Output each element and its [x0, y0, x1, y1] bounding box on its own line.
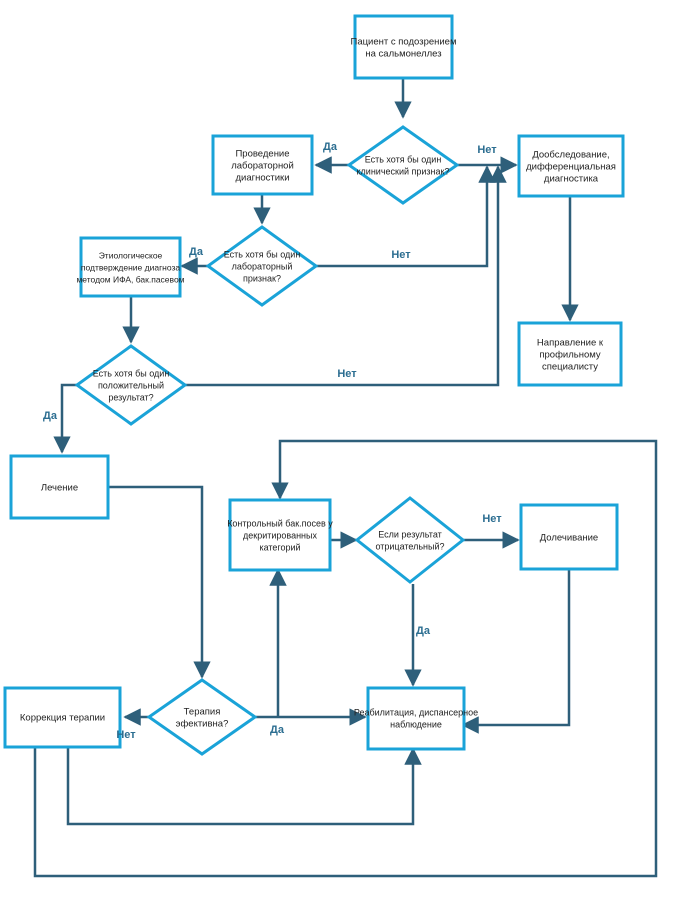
- node-text-line: Направление к: [537, 338, 604, 349]
- node-rehab: Реабилитация, диспансерное наблюдение: [354, 686, 478, 751]
- node-correction-text: Коррекция терапии: [20, 713, 105, 724]
- node-treatment: Лечение: [9, 454, 110, 520]
- node-rehab-text: Реабилитация, диспансерное наблюдение: [354, 708, 478, 730]
- node-text-line: клинический признак?: [357, 167, 450, 177]
- node-text-line: признак?: [243, 274, 281, 284]
- label-clinical-no: Нет: [477, 144, 497, 156]
- node-text-line: Этиологическое: [99, 251, 163, 261]
- arrow-finish-tx-to-rehab: [461, 569, 571, 734]
- decision-positive: Есть хотя бы один положительный результат?: [74, 344, 188, 426]
- node-text-line: Лечение: [41, 483, 78, 494]
- arrow-treatment-to-therapy-q: [108, 485, 211, 679]
- node-text-line: специалисту: [542, 362, 598, 373]
- arrow-positive-q-yes: [53, 383, 80, 454]
- branch-labels: Да Нет Нет Да Нет Да Нет Да Нет Да: [43, 141, 502, 741]
- label-therapy-yes: Да: [270, 724, 285, 736]
- node-text-line: отрицательный?: [375, 542, 444, 552]
- node-finish-tx: Долечивание: [519, 503, 619, 571]
- node-text-line: профильному: [539, 350, 600, 361]
- node-text-line: Проведение: [235, 149, 289, 160]
- node-control: Контрольный бак.посев у декритированных ка…: [227, 498, 333, 572]
- node-text-line: диагностики: [236, 173, 290, 184]
- node-text-line: Реабилитация, диспансерное: [354, 708, 478, 718]
- label-clinical-yes: Да: [323, 141, 338, 153]
- node-text-line: наблюдение: [390, 720, 442, 730]
- label-positive-no: Нет: [337, 368, 357, 380]
- node-text-line: Если результат: [378, 530, 442, 540]
- decision-negative: Если результат отрицательный?: [354, 496, 466, 584]
- node-text-line: категорий: [259, 543, 300, 553]
- node-text-line: Долечивание: [540, 533, 598, 544]
- node-finish-tx-text: Долечивание: [540, 533, 598, 544]
- arrow-positive-q-no: [185, 165, 507, 387]
- node-treatment-text: Лечение: [41, 483, 78, 494]
- arrow-correction-to-rehab: [66, 747, 422, 826]
- node-text-line: положительный: [98, 381, 164, 391]
- connectors: [33, 78, 658, 878]
- label-lab-no: Нет: [391, 249, 411, 261]
- decision-lab-text: Есть хотя бы один лабораторный признак?: [224, 250, 301, 284]
- node-text-line: эфективна?: [176, 719, 229, 730]
- decision-lab: Есть хотя бы один лабораторный признак?: [205, 225, 319, 307]
- node-control-text: Контрольный бак.посев у декритированных ка…: [227, 519, 333, 553]
- node-text-line: декритированных: [243, 531, 317, 541]
- node-text-line: Коррекция терапии: [20, 713, 105, 724]
- node-correction: Коррекция терапии: [3, 686, 122, 749]
- label-lab-yes: Да: [189, 246, 204, 258]
- node-text-line: Контрольный бак.посев у: [227, 519, 333, 529]
- node-text-line: результат?: [108, 393, 153, 403]
- label-therapy-no: Нет: [116, 729, 136, 741]
- node-etiology-text: Этиологическое подтверждение диагноза мето…: [76, 251, 184, 285]
- decision-clinical: Есть хотя бы один клинический признак?: [346, 125, 460, 205]
- node-text-line: Терапия: [184, 707, 221, 718]
- decision-negative-text: Если результат отрицательный?: [375, 530, 444, 552]
- node-text-line: Есть хотя бы один: [93, 369, 170, 379]
- node-etiology: Этиологическое подтверждение диагноза мето…: [76, 236, 185, 298]
- decision-positive-text: Есть хотя бы один положительный результат?: [93, 369, 170, 403]
- node-text-line: методом ИФА, бак.пасевом: [76, 275, 184, 285]
- node-text-line: диагностика: [544, 174, 599, 185]
- label-negative-yes: Да: [416, 625, 431, 637]
- arrow-correction-loop-to-control: [33, 439, 658, 878]
- arrow-lab-q-no: [316, 165, 496, 268]
- node-text-line: Есть хотя бы один: [365, 155, 442, 165]
- node-text-line: дифференциальная: [526, 162, 616, 173]
- node-text-line: Пациент с подозрением: [351, 37, 457, 48]
- node-text-line: на сальмонеллез: [365, 49, 441, 60]
- node-text-line: Дообследование,: [532, 150, 609, 161]
- node-text-line: лабораторной: [231, 161, 294, 172]
- node-text-line: подтверждение диагноза: [81, 263, 181, 273]
- node-text-line: Есть хотя бы один: [224, 250, 301, 260]
- label-negative-no: Нет: [482, 513, 502, 525]
- decision-clinical-text: Есть хотя бы один клинический признак?: [357, 155, 450, 177]
- node-text-line: лабораторный: [232, 262, 293, 272]
- label-positive-yes: Да: [43, 410, 58, 422]
